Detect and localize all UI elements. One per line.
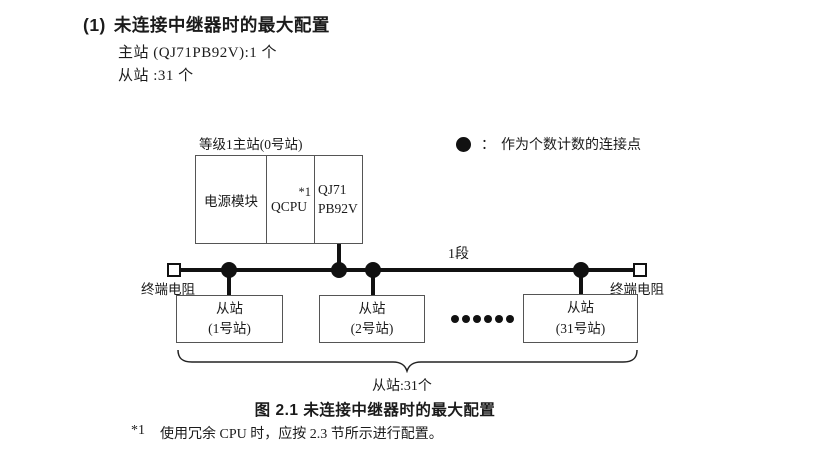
segment-label: 1段	[448, 247, 469, 262]
connection-point-master	[331, 262, 347, 278]
connection-point-slave1	[221, 262, 237, 278]
pb92v-label-line2: PB92V	[318, 200, 358, 216]
slave-station-31-box: 从站 (31号站)	[523, 294, 638, 343]
figure-caption: 图 2.1 未连接中继器时的最大配置	[254, 402, 496, 419]
spec-master-count: 主站 (QJ71PB92V):1 个	[118, 45, 278, 61]
section-title: 未连接中继器时的最大配置	[113, 15, 330, 35]
slave-station-number: (1号站)	[208, 321, 251, 336]
slave1-drop-line	[227, 270, 231, 295]
spec-slave-count: 从站 :31 个	[118, 68, 194, 84]
slave-station-name: 从站	[567, 300, 594, 316]
slave-range-brace	[177, 349, 638, 373]
power-module-cell: 电源模块	[196, 156, 266, 243]
cpu-module-cell: *1 QCPU	[266, 156, 314, 243]
legend-colon: ：	[481, 138, 495, 153]
terminating-resistor-left-label: 终端电阻	[141, 282, 195, 297]
section-heading: (1) 未连接中继器时的最大配置	[83, 12, 330, 37]
cpu-footnote-marker: *1	[298, 184, 312, 199]
connection-point-slave2	[365, 262, 381, 278]
slave-station-1-box: 从站 (1号站)	[176, 295, 283, 343]
footnote: *1 使用冗余 CPU 时，应按 2.3 节所示进行配置。	[131, 423, 443, 443]
master-station-box: 电源模块 *1 QCPU QJ71 PB92V	[195, 155, 363, 244]
ellipsis-dots	[451, 315, 514, 323]
footnote-text: 使用冗余 CPU 时，应按 2.3 节所示进行配置。	[160, 427, 443, 442]
terminating-resistor-left-icon	[167, 263, 181, 277]
slave31-drop-line	[579, 270, 583, 294]
footnote-marker: *1	[131, 423, 145, 438]
slave-station-number: (31号站)	[555, 320, 606, 336]
master-drop-line	[337, 244, 341, 272]
legend: ： 作为个数计数的连接点	[456, 134, 641, 154]
legend-text: 作为个数计数的连接点	[501, 138, 641, 153]
slave-station-name: 从站	[216, 300, 243, 316]
master-station-label: 等级1主站(0号站)	[199, 137, 303, 152]
power-module-label: 电源模块	[204, 193, 258, 209]
connection-point-slave31	[573, 262, 589, 278]
bus-line	[181, 268, 634, 272]
slave-total-label: 从站:31个	[372, 379, 432, 394]
terminating-resistor-right-label: 终端电阻	[610, 282, 664, 297]
pb92v-label-line1: QJ71	[318, 181, 347, 197]
slave2-drop-line	[371, 270, 375, 295]
slave-station-2-box: 从站 (2号站)	[319, 295, 425, 343]
terminating-resistor-right-icon	[633, 263, 647, 277]
pb92v-module-cell: QJ71 PB92V	[314, 156, 362, 243]
slave-station-number: (2号站)	[350, 321, 394, 336]
slave-station-name: 从站	[358, 300, 386, 316]
cpu-label: QCPU	[271, 198, 308, 214]
section-number: (1)	[83, 15, 106, 35]
connection-dot-icon	[456, 136, 471, 152]
